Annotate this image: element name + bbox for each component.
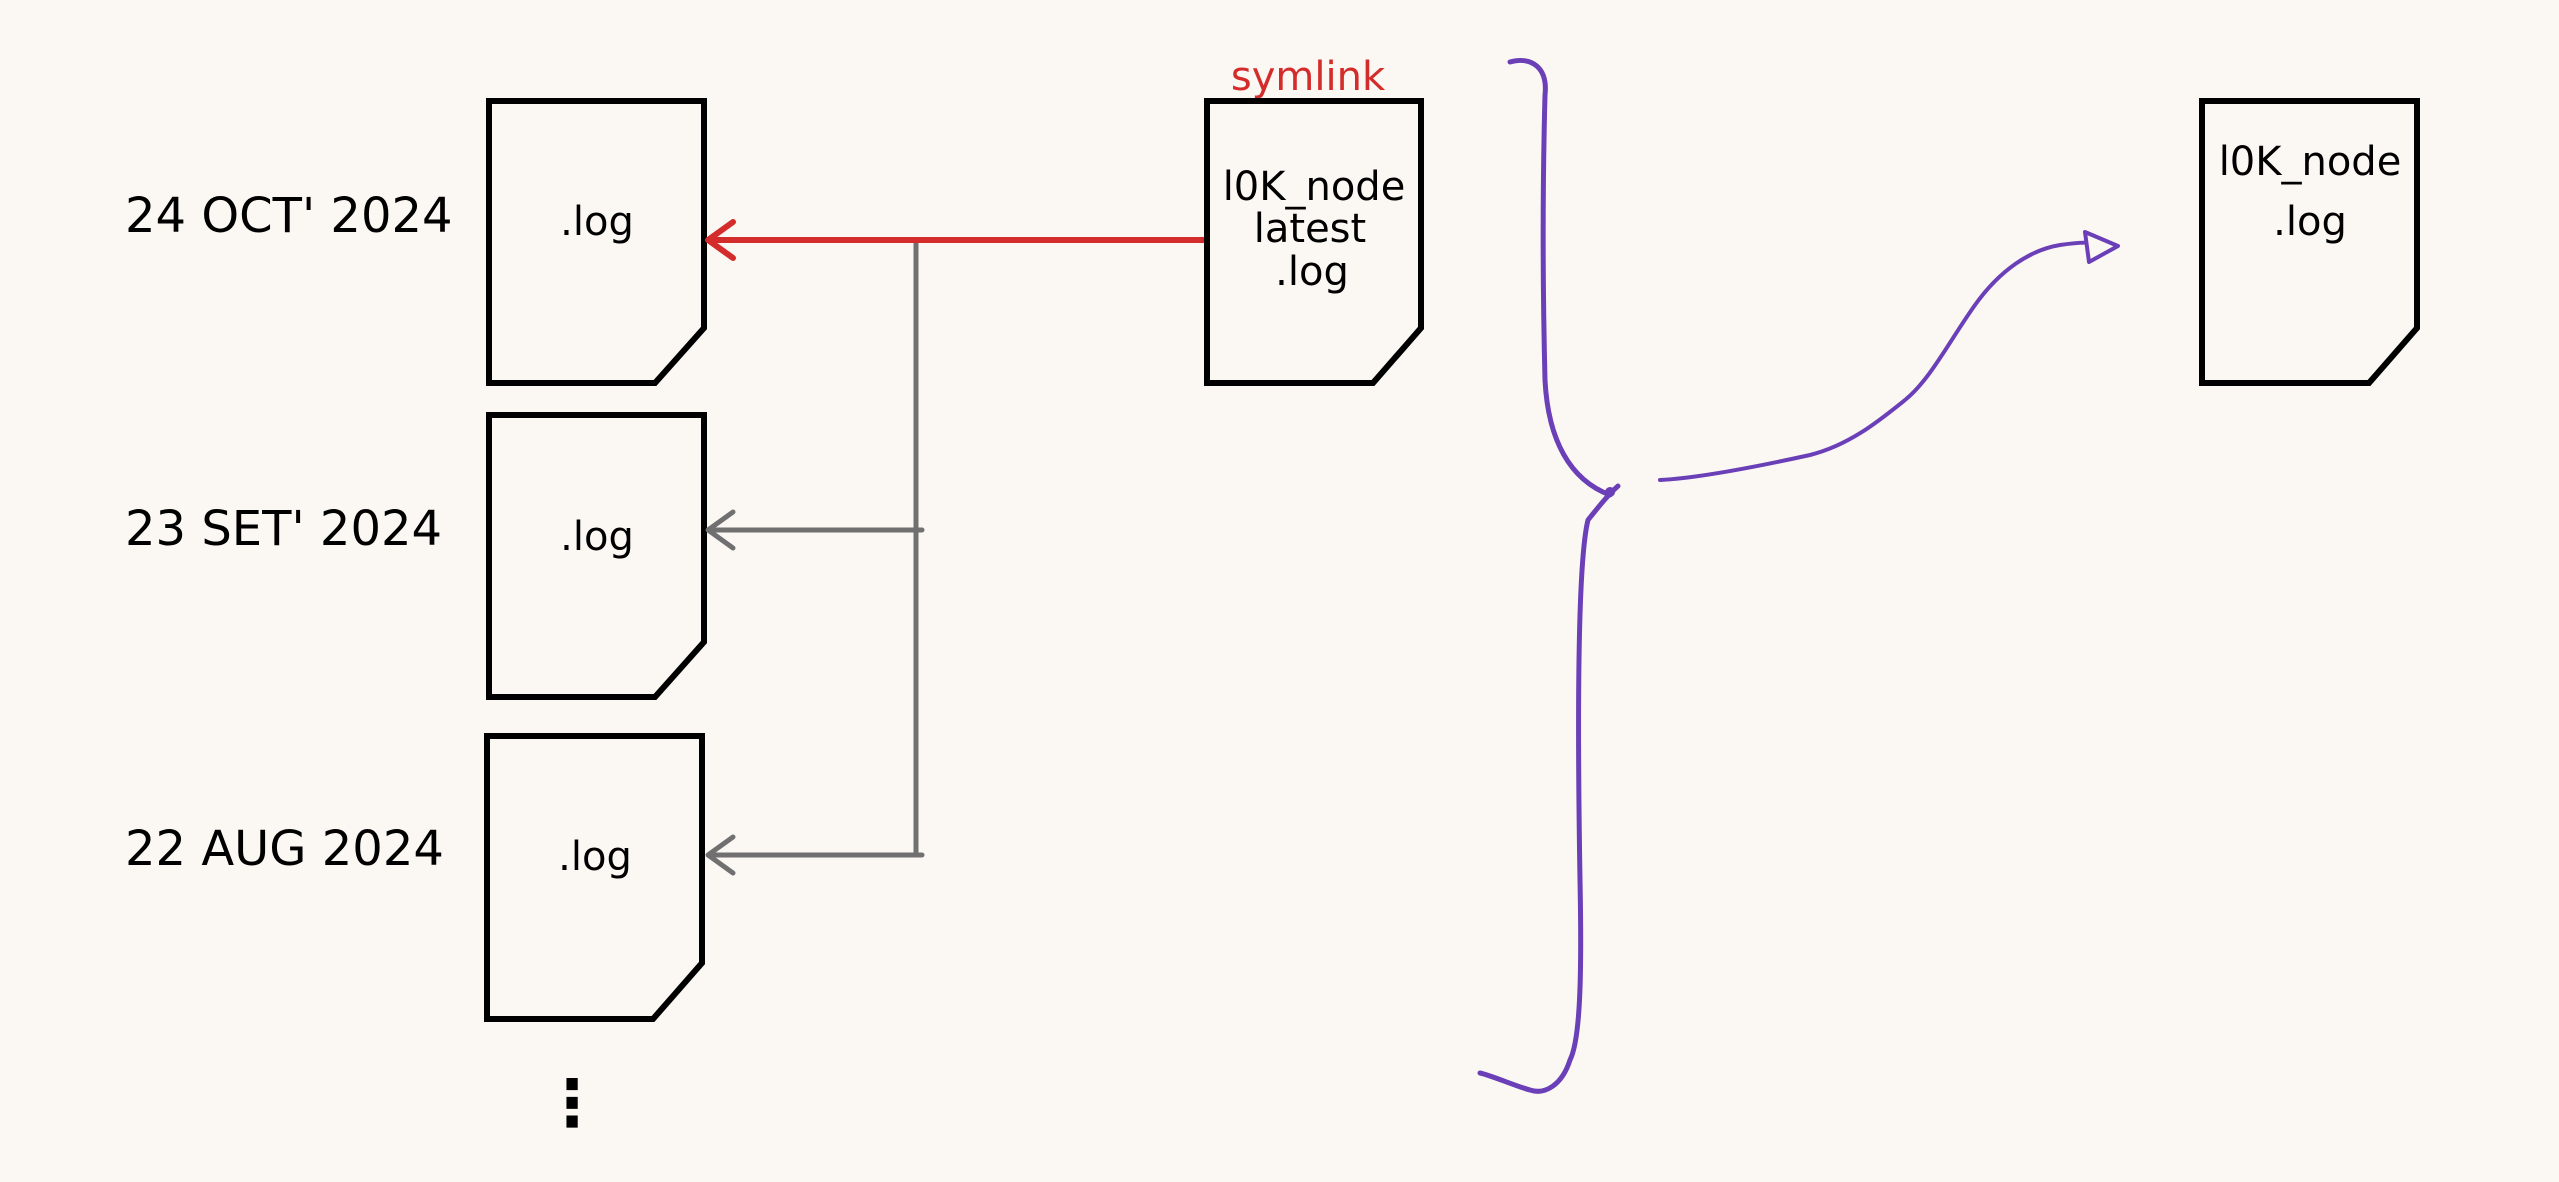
document-icon (2199, 98, 2420, 386)
symlink-file-line-3: .log (1275, 249, 1349, 295)
file-label: .log (560, 514, 634, 560)
more-files-indicator: ⋮ (540, 1067, 604, 1141)
output-file: l0K_node .log (2199, 98, 2420, 386)
file-label: .log (558, 834, 632, 880)
merge-arrow (1658, 230, 2120, 482)
brace-tip (1605, 487, 1615, 497)
document-icon (484, 733, 705, 1022)
document-icon (486, 412, 707, 700)
date-label-2: 23 SET' 2024 (125, 501, 442, 557)
curly-brace-icon (1477, 58, 1621, 1094)
log-file-1: .log (486, 98, 707, 386)
date-label-1: 24 OCT' 2024 (125, 188, 453, 244)
symlink-file-line-1: l0K_node (1223, 164, 1406, 210)
log-file-2: .log (486, 412, 707, 700)
document-icon (486, 98, 707, 386)
output-file-line-1: l0K_node (2219, 139, 2402, 185)
symlink-file: l0K_node latest .log (1204, 98, 1424, 386)
symlink-caption: symlink (1231, 54, 1386, 100)
arrowhead-icon (705, 834, 736, 876)
symlink-arrow (705, 219, 1210, 261)
document-icon (1204, 98, 1424, 386)
arrowhead-icon (705, 509, 736, 551)
arrowhead-icon (705, 219, 736, 261)
date-label-3: 22 AUG 2024 (125, 821, 444, 877)
file-label: .log (560, 199, 634, 245)
rotation-connector (705, 237, 925, 876)
symlink-file-line-2: latest (1254, 206, 1366, 252)
arrowhead-icon (2083, 230, 2120, 264)
log-file-3: .log (484, 733, 705, 1022)
output-file-line-2: .log (2273, 199, 2347, 245)
